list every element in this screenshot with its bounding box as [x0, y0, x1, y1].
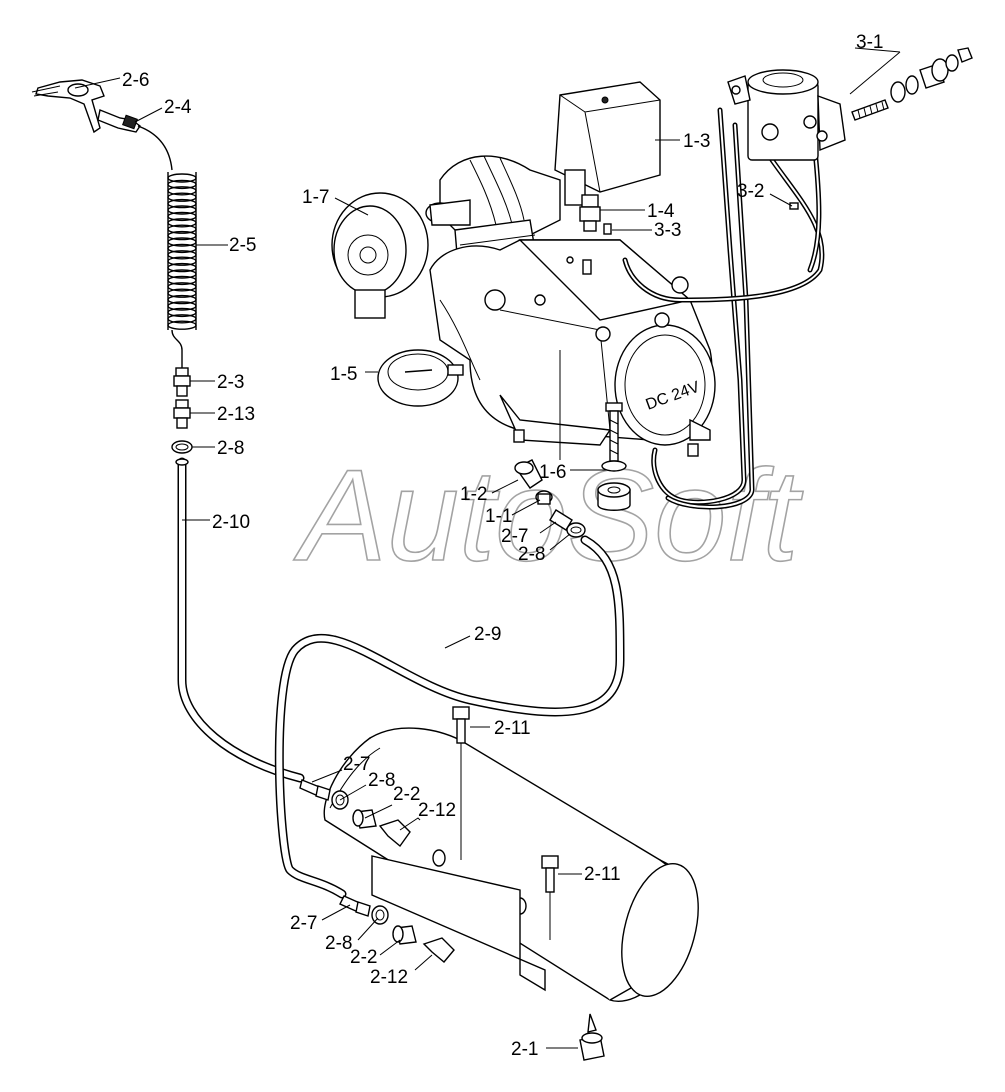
label-2-8-bottom: 2-8 [325, 933, 352, 954]
label-1-7: 1-7 [302, 187, 329, 208]
clamp-2-8-top [171, 440, 193, 454]
hose-coil [167, 307, 197, 318]
label-2-7-mid: 2-7 [343, 754, 370, 775]
hose-coil [167, 218, 197, 228]
hose-coil [167, 173, 197, 183]
bolt-2-11-top [452, 706, 470, 860]
label-1-1: 1-1 [485, 506, 512, 527]
fitting-1-4 [579, 194, 601, 232]
nipple-2-3 [173, 367, 191, 397]
fitting-2-7-top [549, 509, 573, 531]
label-2-6: 2-6 [122, 70, 149, 91]
label-2-11-bottom: 2-11 [584, 864, 621, 885]
hose-2-10 [175, 457, 305, 783]
label-3-3: 3-3 [654, 220, 681, 241]
motor-housing [429, 239, 716, 446]
hose-coil [167, 179, 197, 190]
hose-coil [167, 250, 197, 260]
label-2-3: 2-3 [217, 372, 244, 393]
hose-coil [167, 256, 197, 266]
coupling-2-4 [122, 114, 173, 171]
label-2-2-bottom: 2-2 [350, 947, 377, 968]
part-labels: 2-6 2-4 2-5 2-3 2-13 2-8 2-10 1-7 1-3 1-… [122, 32, 883, 1060]
wiring-harness [622, 107, 825, 510]
hose-coil [167, 269, 197, 279]
hose-coil [167, 243, 197, 254]
coiled-hose [167, 172, 197, 370]
label-2-13: 2-13 [217, 404, 255, 425]
hose-coil [167, 211, 197, 222]
hose-coil [167, 230, 197, 241]
nipple-2-13 [173, 399, 191, 429]
label-2-4: 2-4 [164, 97, 192, 118]
fittings-lower [339, 895, 455, 963]
label-2-5: 2-5 [229, 235, 256, 256]
relay-bolt-set [851, 47, 973, 121]
label-3-2: 3-2 [737, 181, 764, 202]
leader-lines [74, 47, 901, 1049]
hose-coil [167, 192, 197, 202]
label-2-10: 2-10 [212, 512, 250, 533]
hose-coil [167, 275, 197, 286]
hose-coil [167, 294, 197, 305]
fittings-upper [299, 779, 411, 848]
label-2-12-top: 2-12 [418, 800, 456, 821]
bolt-1-6 [597, 402, 631, 511]
terminal-3-3 [603, 223, 612, 235]
hose-coil [167, 314, 197, 324]
label-1-5: 1-5 [330, 364, 357, 385]
clamp-2-8-mid [566, 522, 586, 538]
compressor-base [499, 259, 711, 457]
hose-coil [167, 301, 197, 311]
hose-coil [167, 288, 197, 298]
label-1-6: 1-6 [539, 462, 566, 483]
label-2-11-top: 2-11 [494, 718, 531, 739]
label-2-7-bottom: 2-7 [290, 913, 317, 934]
hose-coil [167, 320, 197, 330]
tank-bracket [371, 855, 546, 992]
hose-coil [167, 186, 197, 196]
label-2-8-mid: 2-8 [518, 544, 545, 565]
label-2-1: 2-1 [511, 1039, 538, 1060]
label-2-8-top: 2-8 [217, 438, 244, 459]
pressure-switch-1-3 [554, 81, 661, 206]
hose-coil [167, 262, 197, 273]
fitting-1-1 [535, 490, 553, 505]
label-2-7-top: 2-7 [501, 526, 528, 547]
label-2-12-bottom: 2-12 [370, 967, 408, 988]
terminal-3-2 [789, 202, 799, 210]
hose-coil [167, 224, 197, 234]
relay-3-1 [727, 69, 846, 161]
hose-2-9 [274, 535, 625, 899]
label-3-1: 3-1 [856, 32, 883, 53]
hose-coil [167, 198, 197, 209]
hose-coil [167, 282, 197, 292]
bolt-2-11-bottom [541, 855, 559, 940]
label-2-9: 2-9 [474, 624, 501, 645]
receiver-tank [323, 727, 699, 1002]
elbow-1-2 [514, 459, 543, 489]
gauge-1-5 [377, 349, 464, 407]
hose-coil [167, 237, 197, 247]
label-1-4: 1-4 [647, 201, 675, 222]
hose-coil [167, 205, 197, 215]
label-1-2: 1-2 [460, 484, 487, 505]
label-2-8-tank: 2-8 [368, 770, 395, 791]
drain-valve-2-1 [579, 1013, 605, 1061]
label-1-3: 1-3 [683, 131, 710, 152]
label-2-2-top: 2-2 [393, 784, 420, 805]
watermark: AutoSoft [293, 442, 804, 588]
air-filter-1-7 [331, 192, 429, 319]
